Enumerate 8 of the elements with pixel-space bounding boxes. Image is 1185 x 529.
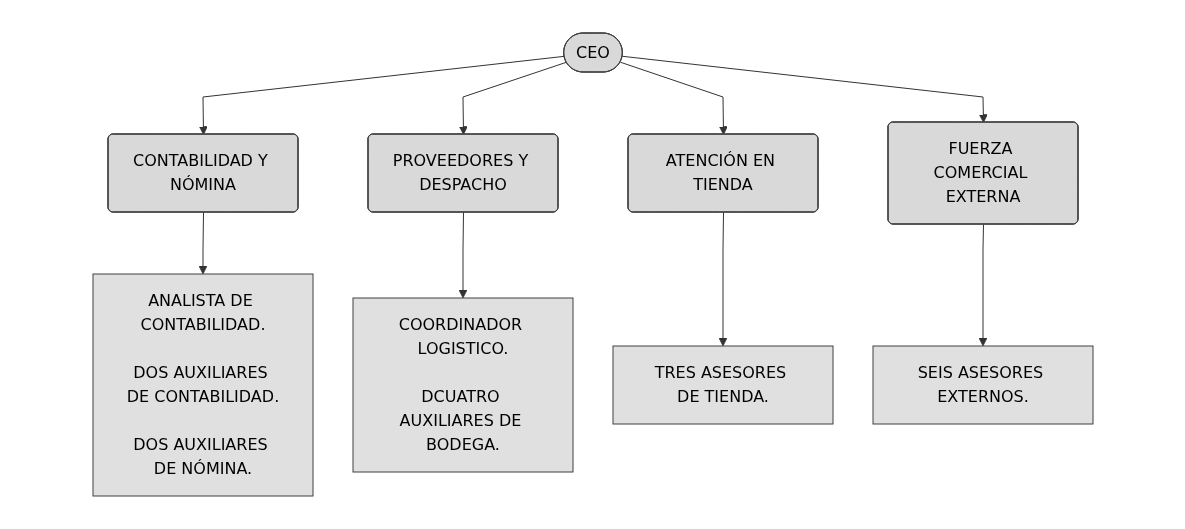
arrow — [458, 61, 567, 135]
arrow — [198, 55, 565, 135]
arrow — [621, 55, 988, 123]
node-box: SEIS ASESORES EXTERNOS. — [872, 345, 1093, 425]
node-box: TRES ASESORES DE TIENDA. — [612, 345, 833, 425]
node-box: COORDINADOR LOGISTICO. DCUATRO AUXILIARES DE BODEGA. — [352, 297, 573, 473]
arrow — [619, 61, 728, 135]
node-box: ANALISTA DE CONTABILIDAD. DOS AUXILIARES DE CONTABILIDAD. DOS AUXILIARES DE NÓMINA. — [92, 273, 313, 497]
